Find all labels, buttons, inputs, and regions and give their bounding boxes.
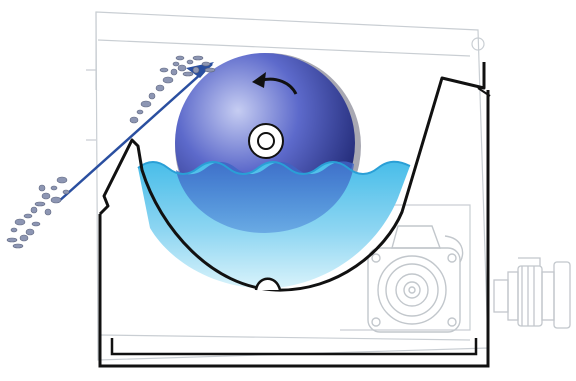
chip-particle [176,56,184,60]
chip-particle [171,69,177,75]
chip-particle [20,235,28,241]
chip-particle [173,62,179,66]
chip-particle [193,56,203,60]
chip-particle [193,67,199,73]
chip-particle [31,207,37,213]
chip-particle [130,117,138,123]
chip-particle [183,72,193,76]
chip-particle [205,68,215,72]
chip-particle [24,214,32,218]
chip-particle [160,68,168,72]
chip-particle [63,190,69,194]
tank-floor [112,338,476,354]
chip-particle [51,197,61,203]
chip-particle [45,209,51,215]
chip-particle [187,60,193,64]
chip-particle [57,177,67,183]
chip-particle [137,110,143,114]
chip-particle [163,77,173,83]
chip-particle [141,101,151,107]
chip-particle [42,193,50,199]
chip-particle [39,185,45,191]
coupling-icon [494,258,570,328]
chip-particle [156,85,164,91]
chip-particle [15,219,25,225]
chip-particle [202,62,210,66]
chip-particle [13,244,23,248]
chip-particle [26,229,34,235]
chip-particle [149,93,155,99]
chip-particle [51,186,57,190]
hub-icon [249,124,283,158]
chip-particle [7,238,17,242]
chip-particle [32,222,40,226]
chip-particle [11,228,17,232]
chip-particle [35,202,45,206]
chip-particle [178,65,186,71]
